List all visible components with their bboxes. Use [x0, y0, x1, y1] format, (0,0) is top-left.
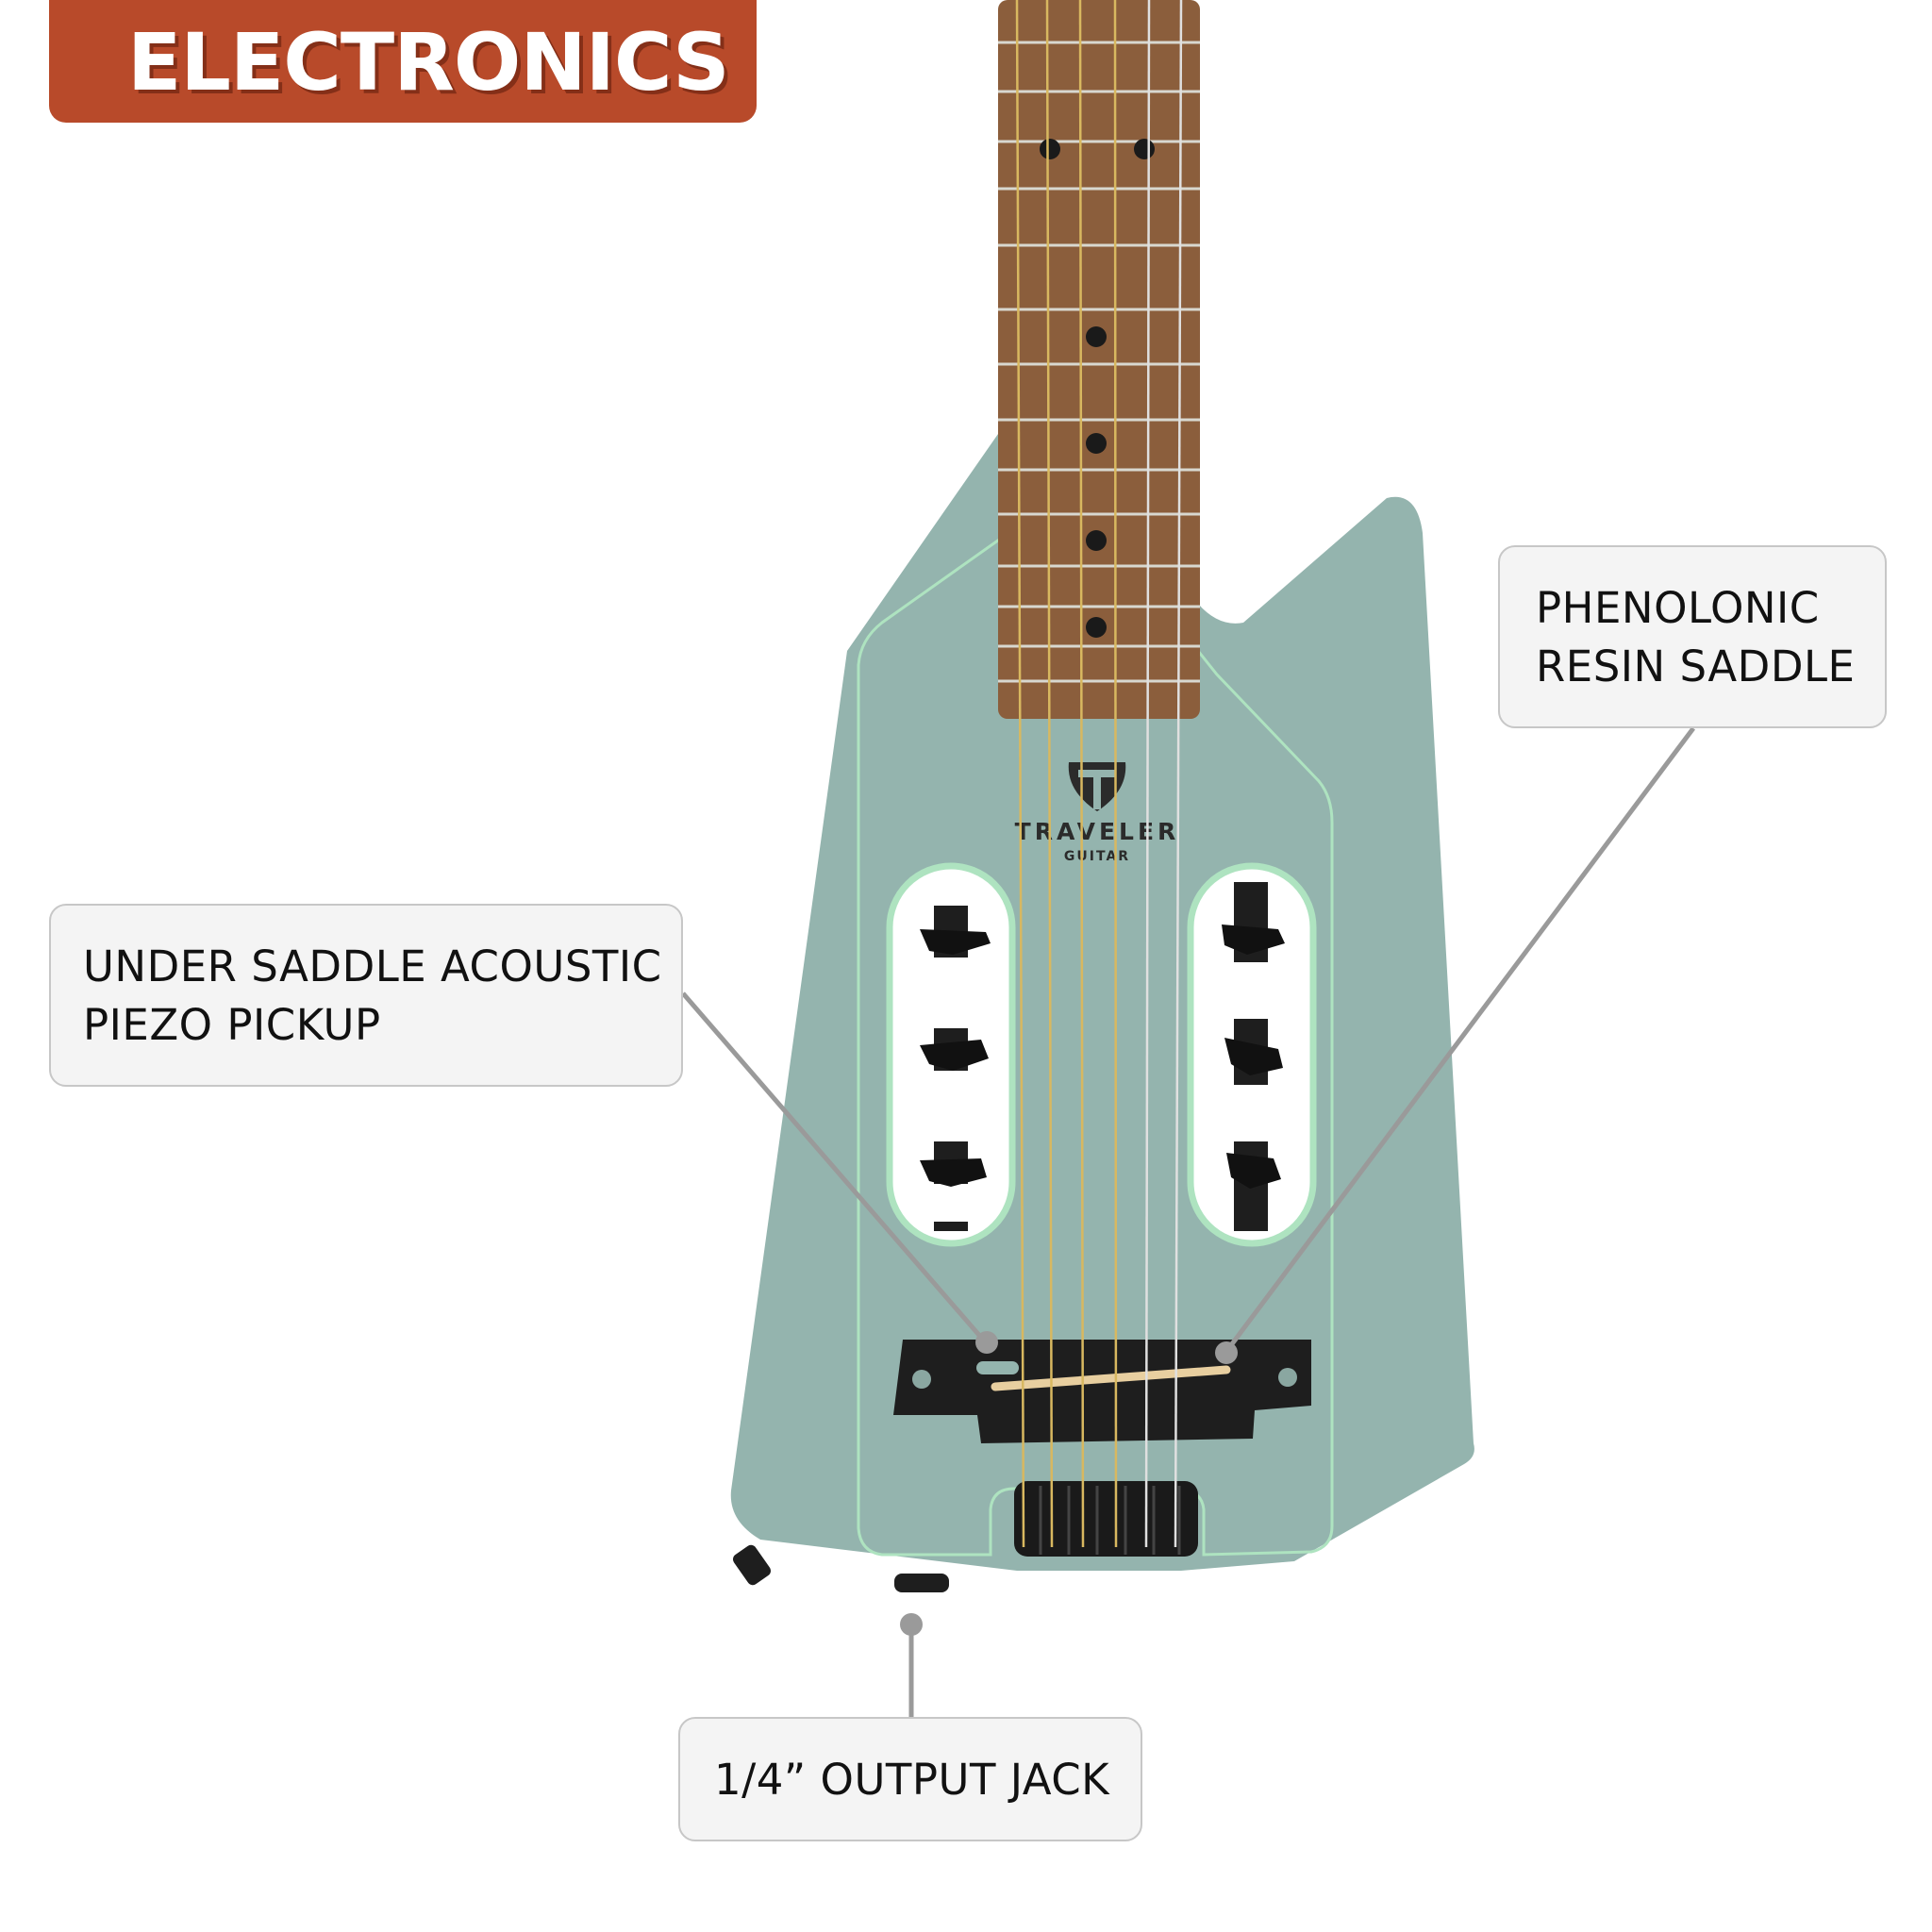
- callout-resin-saddle: PHENOLONIC RESIN SADDLE: [1498, 545, 1887, 728]
- fretboard: [998, 0, 1200, 719]
- traveler-logo-mark: [1068, 762, 1126, 811]
- section-title: ELECTRONICS: [127, 16, 730, 108]
- logo-sub: GUITAR: [1064, 849, 1130, 864]
- callout-jack-line1: 1/4” OUTPUT JACK: [714, 1755, 1110, 1805]
- logo-brand: TRAVELER: [1015, 818, 1180, 845]
- bridge: [893, 1340, 1311, 1443]
- string-anchor: [1014, 1481, 1198, 1557]
- callout-saddle-line2: RESIN SADDLE: [1536, 641, 1856, 691]
- frets: [998, 41, 1200, 683]
- tuner-window-right: [1187, 862, 1317, 1247]
- callout-piezo-pickup: UNDER SADDLE ACOUSTIC PIEZO PICKUP: [49, 904, 683, 1087]
- callout-output-jack: 1/4” OUTPUT JACK: [678, 1717, 1142, 1841]
- callout-piezo-line1: UNDER SADDLE ACOUSTIC: [83, 941, 662, 991]
- callout-saddle-line1: PHENOLONIC: [1536, 583, 1820, 633]
- section-banner: ELECTRONICS: [49, 0, 757, 123]
- callout-piezo-line2: PIEZO PICKUP: [83, 1000, 381, 1050]
- saddle: [991, 1365, 1231, 1391]
- strap-button: [732, 1544, 772, 1586]
- strings: [1015, 0, 1183, 1548]
- output-jack: [894, 1574, 949, 1592]
- tuner-window-left: [886, 862, 1016, 1247]
